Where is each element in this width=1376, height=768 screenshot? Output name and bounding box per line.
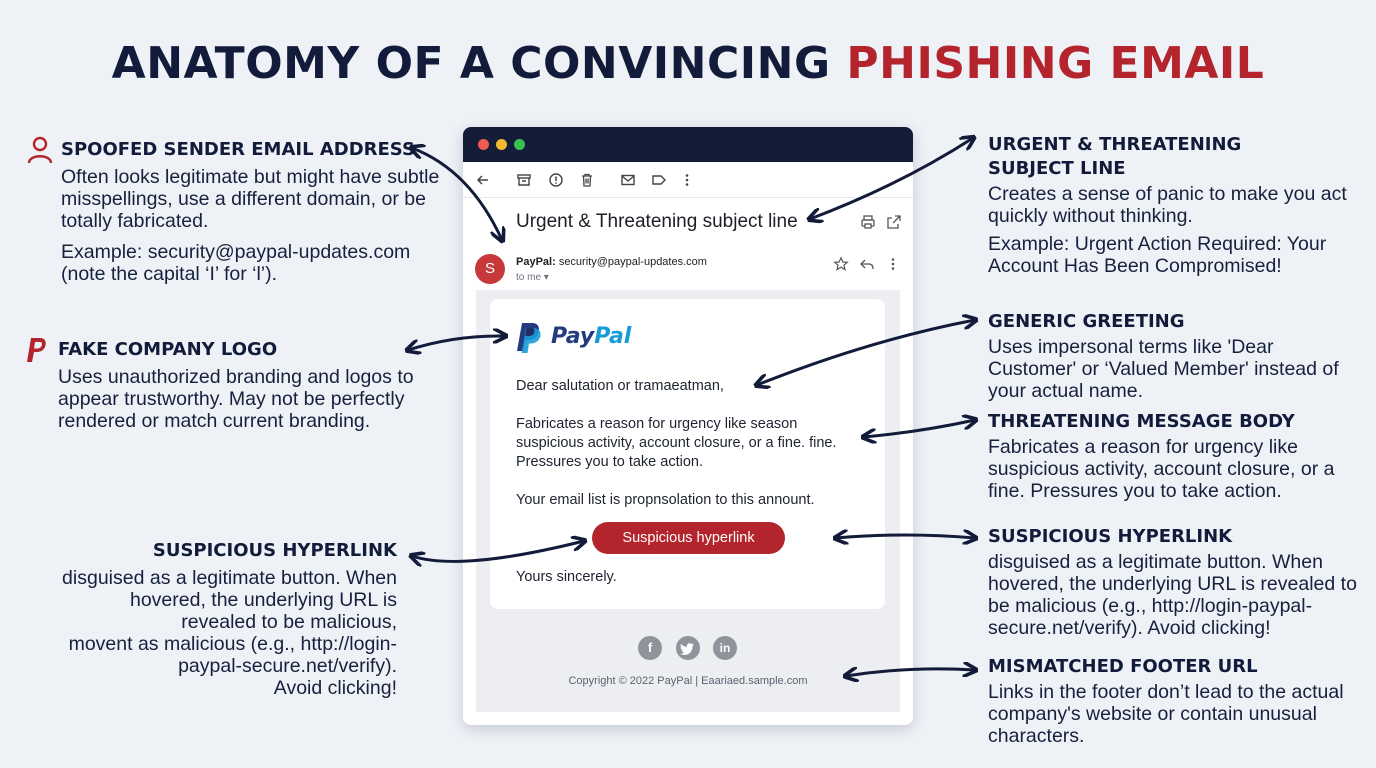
annotation-heading: GENERIC GREETING xyxy=(988,311,1185,332)
trash-icon[interactable] xyxy=(579,172,595,188)
arrow-body xyxy=(864,420,975,437)
arrow-greeting xyxy=(757,320,975,385)
suspicious-hyperlink-button[interactable]: Suspicious hyperlink xyxy=(592,522,785,554)
annotation-text: Uses impersonal terms like 'Dear Custome… xyxy=(988,336,1339,402)
annotation-text: Uses unauthorized branding and logos to … xyxy=(58,366,414,432)
sender-address: security@paypal-updates.com xyxy=(558,256,707,268)
email-signoff: Yours sincerely. xyxy=(516,569,617,585)
annotation-heading-line: SUBJECT LINE xyxy=(988,158,1126,179)
report-icon[interactable] xyxy=(548,172,564,188)
user-icon xyxy=(27,136,53,164)
email-toolbar xyxy=(463,162,913,198)
more-vertical-icon[interactable] xyxy=(885,256,901,272)
label-icon[interactable] xyxy=(651,172,667,188)
annotation-heading: THREATENING MESSAGE BODY xyxy=(988,411,1295,432)
annotation-example: Example: Urgent Action Required: Your Ac… xyxy=(988,233,1327,277)
email-greeting: Dear salutation or tramaeatman, xyxy=(516,378,724,394)
annotation-heading: MISMATCHED FOOTER URL xyxy=(988,656,1258,677)
archive-icon[interactable] xyxy=(516,172,532,188)
annotation-suspicious-hyperlink-right: SUSPICIOUS HYPERLINK disguised as a legi… xyxy=(988,526,1358,640)
email-footer-copyright: Copyright © 2022 PayPal | Eaariaed.sampl… xyxy=(568,675,808,687)
sender-line: PayPal: security@paypal-updates.com xyxy=(516,256,707,268)
annotation-text-line: disguised as a legitimate button. When xyxy=(62,567,397,589)
arrow-subject xyxy=(810,138,973,219)
twitter-icon[interactable] xyxy=(676,636,700,660)
annotation-suspicious-hyperlink-left: SUSPICIOUS HYPERLINK disguised as a legi… xyxy=(40,540,397,700)
arrow-hyperlink-right xyxy=(836,535,975,538)
arrow-footer xyxy=(846,669,975,676)
email-subject: Urgent & Threatening subject line xyxy=(516,211,798,232)
annotation-threatening-body: THREATENING MESSAGE BODY Fabricates a re… xyxy=(988,411,1358,503)
annotation-spoofed-sender: SPOOFED SENDER EMAIL ADDRESS Often looks… xyxy=(61,139,446,286)
paypal-p-icon xyxy=(27,338,46,362)
logo-pal: Pal xyxy=(594,324,632,349)
more-vertical-icon[interactable] xyxy=(679,172,695,188)
annotation-mismatched-footer: MISMATCHED FOOTER URL Links in the foote… xyxy=(988,656,1358,748)
arrow-hyperlink-left xyxy=(412,541,584,561)
annotation-generic-greeting: GENERIC GREETING Uses impersonal terms l… xyxy=(988,311,1358,403)
annotation-fake-logo: FAKE COMPANY LOGO Uses unauthorized bran… xyxy=(58,339,438,433)
annotation-heading-line: URGENT & THREATENING xyxy=(988,134,1242,155)
sender-name: PayPal: xyxy=(516,256,556,268)
logo-pay: Pay xyxy=(551,324,595,349)
annotation-text-line: hovered, the underlying URL is xyxy=(129,589,397,611)
annotation-heading: SUSPICIOUS HYPERLINK xyxy=(988,526,1233,547)
mail-icon[interactable] xyxy=(620,172,636,188)
annotation-text-line: paypal-secure.net/verify). xyxy=(178,655,397,677)
maximize-window-button[interactable] xyxy=(514,139,525,150)
arrow-logo xyxy=(408,336,505,350)
title-main: ANATOMY OF A CONVINCING xyxy=(111,38,831,89)
email-body-2: Your email list is propnsolation to this… xyxy=(516,492,815,508)
star-icon[interactable] xyxy=(833,256,849,272)
annotation-text: Creates a sense of panic to make you act… xyxy=(988,183,1347,227)
annotation-heading: SPOOFED SENDER EMAIL ADDRESS xyxy=(61,139,415,160)
annotation-text-line: revealed to be malicious, xyxy=(181,611,397,633)
email-body: Fabricates a reason for urgency like sea… xyxy=(516,416,837,470)
linkedin-icon[interactable]: in xyxy=(713,636,737,660)
annotation-text: Links in the footer don’t lead to the ac… xyxy=(988,681,1344,747)
annotation-text-line: movent as malicious (e.g., http://login- xyxy=(68,633,397,655)
annotation-text: disguised as a legitimate button. When h… xyxy=(988,551,1357,639)
twitter-bird-icon xyxy=(680,643,694,655)
annotation-urgent-subject: URGENT & THREATENING SUBJECT LINE Create… xyxy=(988,134,1358,278)
sender-avatar: S xyxy=(475,254,505,284)
annotation-text: Fabricates a reason for urgency like sus… xyxy=(988,436,1335,502)
facebook-icon[interactable]: f xyxy=(638,636,662,660)
page-title: ANATOMY OF A CONVINCING PHISHING EMAIL xyxy=(0,38,1376,89)
paypal-logo-icon xyxy=(517,323,541,353)
title-accent: PHISHING EMAIL xyxy=(846,38,1265,89)
annotation-text: Often looks legitimate but might have su… xyxy=(61,166,440,232)
annotation-example: Example: security@paypal-updates.com (no… xyxy=(61,241,411,285)
recipient-dropdown[interactable]: to me ▾ xyxy=(516,272,549,283)
paypal-wordmark: PayPal xyxy=(551,324,631,349)
annotation-text-line: Avoid clicking! xyxy=(273,677,397,699)
arrow-sender xyxy=(412,148,502,240)
annotation-heading: FAKE COMPANY LOGO xyxy=(58,339,278,360)
reply-icon[interactable] xyxy=(859,256,875,272)
annotation-heading: SUSPICIOUS HYPERLINK xyxy=(152,540,397,561)
